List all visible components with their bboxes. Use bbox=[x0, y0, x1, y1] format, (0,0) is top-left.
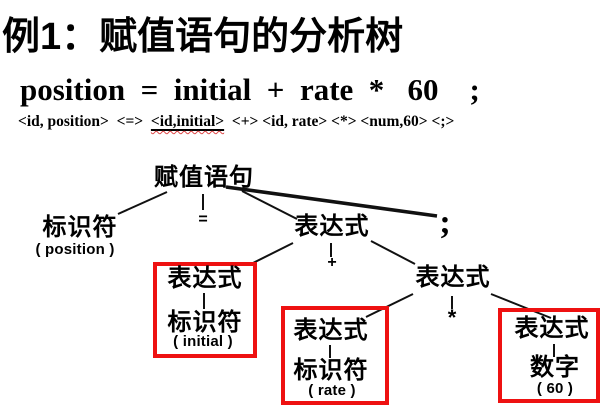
node-value-rate: ( rate ) bbox=[308, 382, 356, 399]
highlight-box-num bbox=[498, 308, 600, 403]
node-semicolon: ; bbox=[439, 204, 451, 241]
edge-expr2-box-rate bbox=[365, 293, 414, 318]
source-code-line: position = initial + rate * 60 ; bbox=[20, 72, 480, 107]
node-expression-1: 表达式 bbox=[294, 213, 370, 240]
edge-root-semicolon bbox=[225, 185, 438, 218]
node-box3-expression: 表达式 bbox=[514, 315, 590, 342]
slide-title: 例1：赋值语句的分析树 bbox=[2, 16, 404, 58]
highlight-box-rate bbox=[281, 306, 389, 405]
node-box1-expression: 表达式 bbox=[167, 265, 243, 292]
node-value-60: ( 60 ) bbox=[536, 380, 574, 397]
node-star: * bbox=[447, 305, 457, 330]
node-assignment-stmt: 赋值语句 bbox=[154, 164, 254, 191]
node-box2-identifier: 标识符 bbox=[293, 357, 369, 384]
token-sequence-line: <id, position> <=> <id,initial> <+> <id,… bbox=[18, 113, 454, 131]
edge-expr2-box-num bbox=[490, 293, 552, 319]
node-box1-identifier: 标识符 bbox=[167, 309, 243, 336]
node-box3-number: 数字 bbox=[530, 354, 580, 381]
node-identifier-position: 标识符 bbox=[42, 214, 118, 241]
edge-root-expression bbox=[241, 190, 298, 220]
token-id-initial: <id,initial> bbox=[150, 113, 225, 130]
node-equals: = bbox=[198, 211, 208, 228]
highlight-box-initial bbox=[153, 262, 257, 358]
edge-expr1-box-initial bbox=[250, 242, 294, 265]
node-box2-expression: 表达式 bbox=[293, 317, 369, 344]
token-seq-before: <id, position> <=> bbox=[18, 113, 151, 130]
node-plus: + bbox=[327, 254, 337, 271]
edge-root-identifier bbox=[117, 191, 168, 215]
token-seq-after: <+> <id, rate> <*> <num,60> <;> bbox=[224, 113, 455, 130]
token-underlined-wrap: <id,initial> bbox=[151, 113, 224, 130]
edge-expr1-expr2 bbox=[370, 240, 416, 265]
node-value-initial: ( initial ) bbox=[173, 333, 233, 350]
node-value-position: ( position ) bbox=[35, 241, 115, 258]
node-expression-2: 表达式 bbox=[415, 264, 491, 291]
